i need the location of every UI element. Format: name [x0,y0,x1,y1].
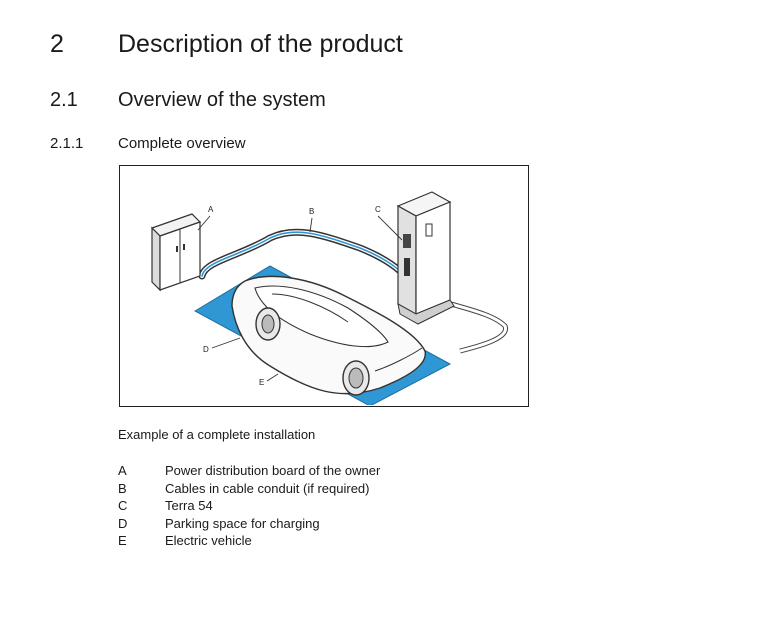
legend-item: A Power distribution board of the owner [118,462,380,480]
installation-figure: A B C D E [119,165,529,407]
callout-e-line [266,373,279,382]
callout-d-line [211,337,241,349]
figure-legend: A Power distribution board of the owner … [118,462,380,550]
callout-b: B [309,207,314,216]
legend-letter: A [118,463,127,479]
callout-b-line [309,217,313,233]
legend-item: B Cables in cable conduit (if required) [118,480,380,498]
subsection-number: 2.1 [50,89,78,111]
callout-a: A [208,205,214,214]
legend-text: Power distribution board of the owner [165,463,381,479]
section-heading-2-1-1: 2.1.1 Complete overview [50,135,246,152]
legend-item: D Parking space for charging [118,515,380,533]
callout-c-line [377,215,403,241]
figure-caption: Example of a complete installation [118,427,316,442]
legend-item: E Electric vehicle [118,532,380,550]
callout-a-line [197,215,211,231]
electric-vehicle [231,275,426,396]
legend-letter: D [118,515,128,531]
legend-text: Electric vehicle [165,533,252,549]
callout-e: E [259,378,264,387]
section-heading-2: 2 Description of the product [50,30,403,59]
legend-letter: C [118,498,128,514]
section-heading-2-1: 2.1 Overview of the system [50,89,326,112]
callout-c: C [375,205,381,214]
subsubsection-title: Complete overview [118,135,246,152]
distribution-board [150,213,202,292]
section-title: Description of the product [118,30,403,58]
installation-diagram: A B C D E [150,191,508,405]
callout-d: D [203,345,209,354]
legend-item: C Terra 54 [118,497,380,515]
terra-charger [396,191,455,325]
subsubsection-number: 2.1.1 [50,135,84,152]
legend-letter: B [118,480,127,496]
subsection-title: Overview of the system [118,89,326,111]
section-number: 2 [50,30,64,58]
legend-text: Cables in cable conduit (if required) [165,480,370,496]
legend-text: Parking space for charging [165,515,320,531]
legend-letter: E [118,533,127,549]
legend-text: Terra 54 [165,498,213,514]
